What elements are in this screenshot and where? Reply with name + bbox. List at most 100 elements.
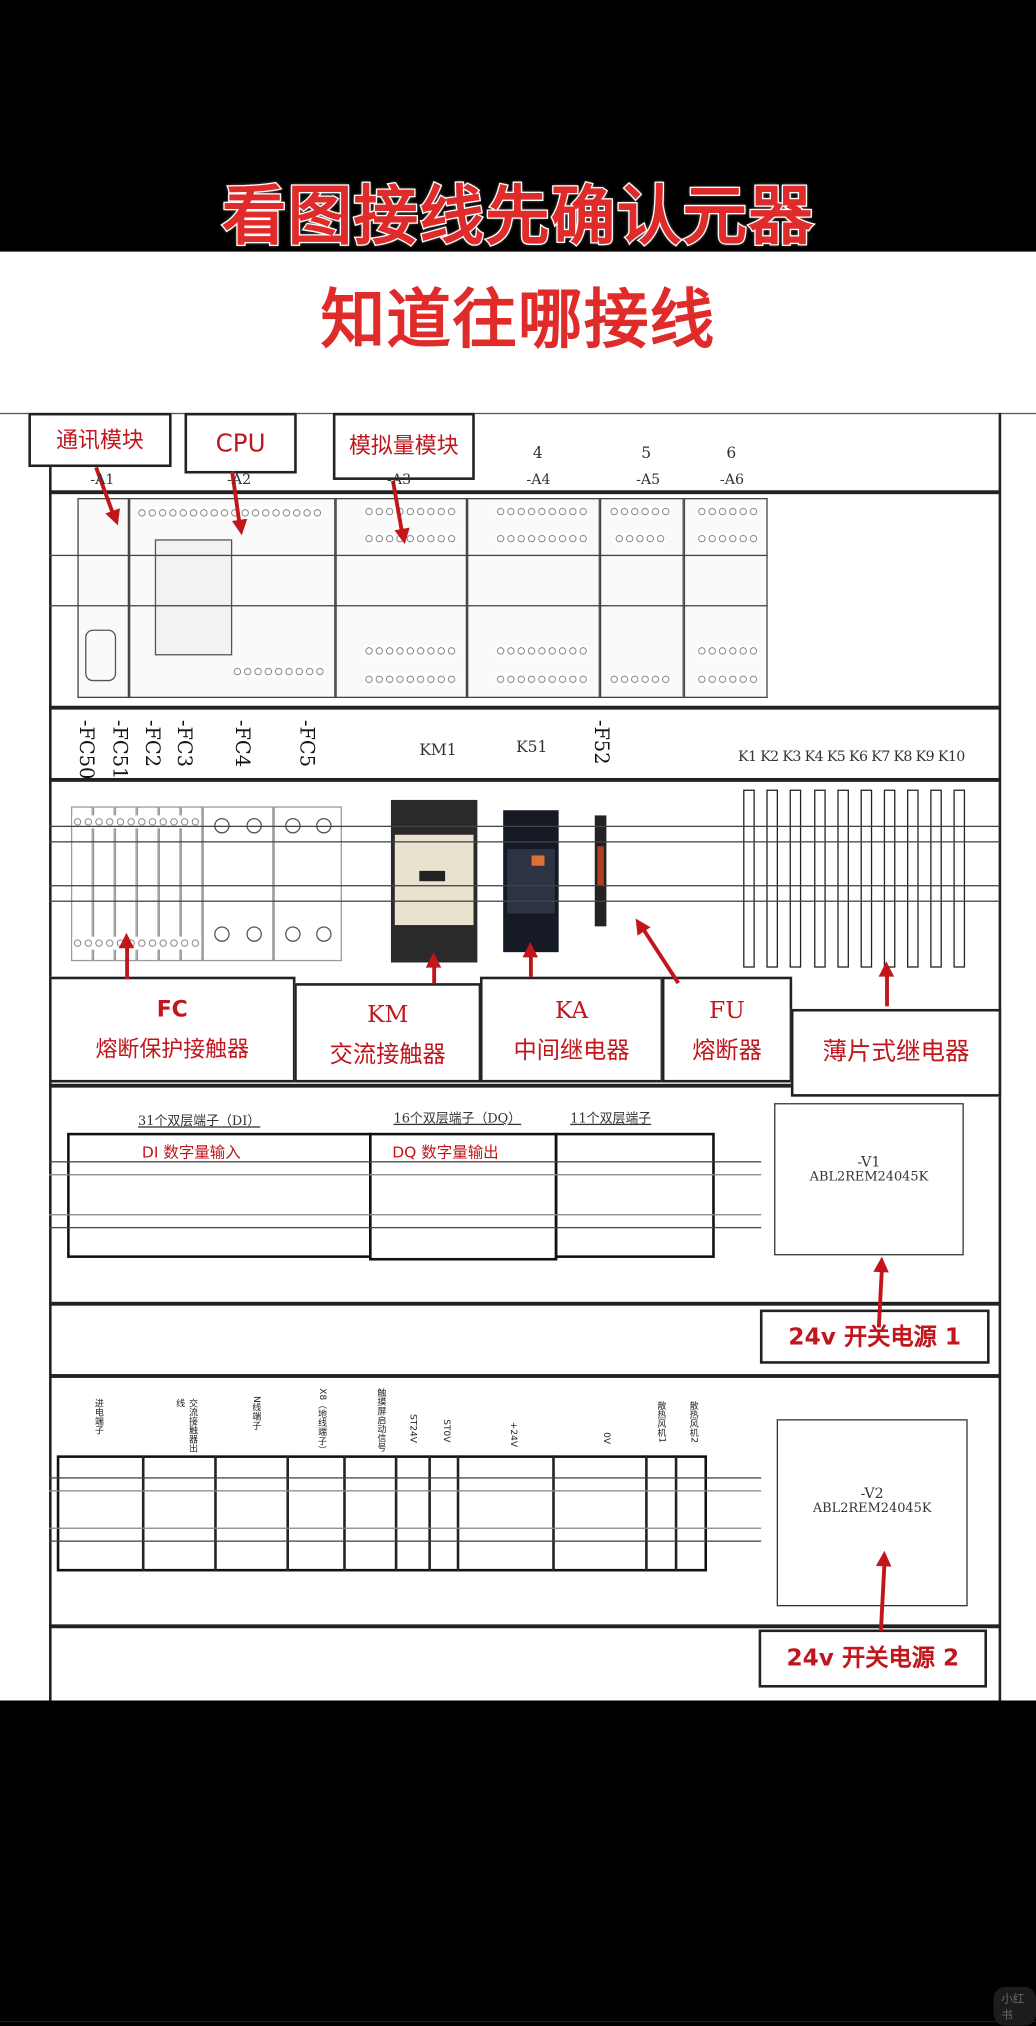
terminal-header: 31个双层端子（DI） xyxy=(138,1114,261,1129)
terminal-row xyxy=(614,532,666,545)
frame-top xyxy=(0,412,1036,415)
thin-relay xyxy=(814,789,826,968)
divider xyxy=(456,1455,460,1572)
terminal-row xyxy=(363,645,457,657)
label-code: KA xyxy=(554,997,589,1025)
breaker-id: -FC51 xyxy=(108,719,132,780)
divider xyxy=(645,1455,648,1572)
callout-cpu: CPU xyxy=(184,412,297,474)
contactor-window xyxy=(419,870,446,882)
cpu-cover xyxy=(154,539,233,656)
callout-analog-module: 模拟量模块 xyxy=(332,412,475,480)
divider xyxy=(674,1455,678,1572)
divider xyxy=(49,490,1000,495)
thin-relay xyxy=(860,789,873,968)
arrow-icon xyxy=(641,927,680,985)
thin-relay xyxy=(837,789,849,968)
divider xyxy=(286,1455,290,1572)
din-rail xyxy=(49,1161,762,1229)
fuse-f52 xyxy=(594,815,607,927)
psu-id: -V1 xyxy=(857,1153,881,1171)
breaker-id: -FC4 xyxy=(230,719,255,768)
psu-id: -V2 xyxy=(860,1485,884,1502)
screw-row xyxy=(72,936,202,950)
breaker-fc4 xyxy=(202,806,274,962)
terminal-row xyxy=(363,505,457,518)
arrow-icon xyxy=(878,961,895,1007)
label-name: 中间继电器 xyxy=(513,1037,630,1065)
divider xyxy=(49,1301,1000,1306)
thin-relay xyxy=(953,789,966,968)
terminal-row xyxy=(696,673,759,686)
divider xyxy=(214,1455,217,1572)
arrow-icon xyxy=(522,941,539,977)
divider xyxy=(394,1455,398,1572)
breaker-fc2b xyxy=(158,806,181,962)
terminal-header: 11个双层端子 xyxy=(570,1112,652,1127)
terminal-row xyxy=(495,673,589,686)
divider xyxy=(343,1455,346,1572)
din-rail-inner xyxy=(49,1174,762,1216)
psu-model: ABL2REM24045K xyxy=(812,1501,932,1516)
breaker-id: -FC50 xyxy=(74,719,99,780)
module-a5 xyxy=(599,498,684,698)
module-id: -A5 xyxy=(636,470,661,488)
db9-connector-icon xyxy=(85,629,117,682)
terminal-row xyxy=(495,532,589,545)
thin-relay xyxy=(743,789,755,968)
terminal-row xyxy=(608,505,671,518)
module-id: -A1 xyxy=(90,470,115,488)
screw-row xyxy=(72,815,202,829)
divider xyxy=(49,1083,1000,1088)
arrow-icon xyxy=(425,952,442,984)
terminal-header: 交流接触器出线 xyxy=(175,1398,199,1453)
terminal-header: 散热风机1 xyxy=(656,1401,668,1444)
top-black-bar xyxy=(0,0,1036,252)
breaker-fc50 xyxy=(70,806,93,962)
divider xyxy=(49,705,1000,710)
din-rail xyxy=(49,1477,762,1542)
label-fc: FC 熔断保护接触器 xyxy=(49,976,296,1083)
din-rail xyxy=(49,554,768,607)
terminal-header: 散热风机2 xyxy=(688,1401,700,1444)
divider xyxy=(552,1455,555,1572)
din-rail-inner xyxy=(49,1490,762,1529)
terminal-header: ST0V xyxy=(441,1419,452,1443)
module-a4 xyxy=(467,498,600,698)
terminal-header: +24V xyxy=(508,1421,519,1448)
breaker-id: -FC5 xyxy=(295,719,319,768)
din-rail xyxy=(49,885,1000,902)
breaker-fc2 xyxy=(136,806,159,962)
terminal-row xyxy=(363,673,457,686)
thin-relay xyxy=(789,789,802,968)
divider xyxy=(141,1455,145,1572)
callout-psu-2: 24v 开关电源 2 xyxy=(758,1629,988,1688)
thin-relay xyxy=(766,789,778,968)
divider xyxy=(428,1455,431,1572)
terminal-row xyxy=(495,505,589,518)
label-code: FC xyxy=(156,997,188,1024)
label-name: 交流接触器 xyxy=(329,1041,446,1069)
terminal-header: N线端子 xyxy=(251,1395,262,1430)
bottom-black-bar xyxy=(0,1700,1036,2022)
watermark: 小红书 xyxy=(993,1986,1036,2026)
breaker-id: -FC3 xyxy=(172,719,197,768)
module-a3 xyxy=(335,498,468,698)
relay-id: K51 xyxy=(516,737,548,757)
module-a6 xyxy=(683,498,768,698)
label-name: 熔断器 xyxy=(692,1037,762,1065)
terminal-header: 触摸屏启动信号 xyxy=(376,1388,388,1452)
module-id: -A3 xyxy=(387,470,412,488)
terminal-row xyxy=(232,665,326,678)
breaker-fc5 xyxy=(273,806,342,962)
breaker-fc3 xyxy=(180,806,203,962)
divider xyxy=(49,777,1000,782)
breaker-id: -FC2 xyxy=(140,719,164,768)
relay-k51 xyxy=(503,810,559,953)
terminal-block-power xyxy=(56,1455,708,1572)
divider xyxy=(49,1374,1000,1378)
label-name: 熔断保护接触器 xyxy=(95,1037,250,1064)
